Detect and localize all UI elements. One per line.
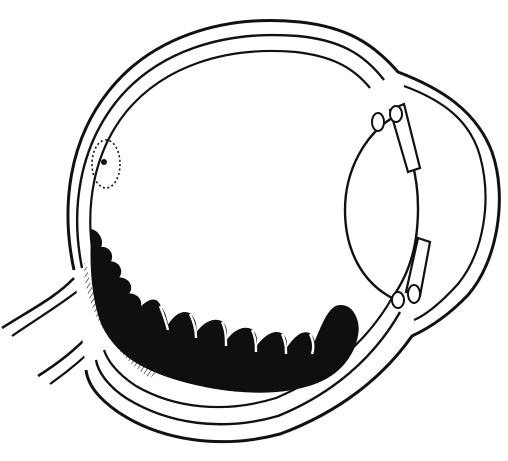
ciliary-body-upper-2 [390, 106, 402, 122]
ciliary-body-lower-1 [392, 292, 404, 308]
ciliary-body-upper-1 [372, 113, 384, 131]
optic-nerve-upper-inner [12, 286, 84, 336]
ciliary-body-lower-2 [408, 285, 420, 303]
optic-nerve-upper-edge [2, 278, 74, 328]
center-dot [101, 159, 107, 165]
